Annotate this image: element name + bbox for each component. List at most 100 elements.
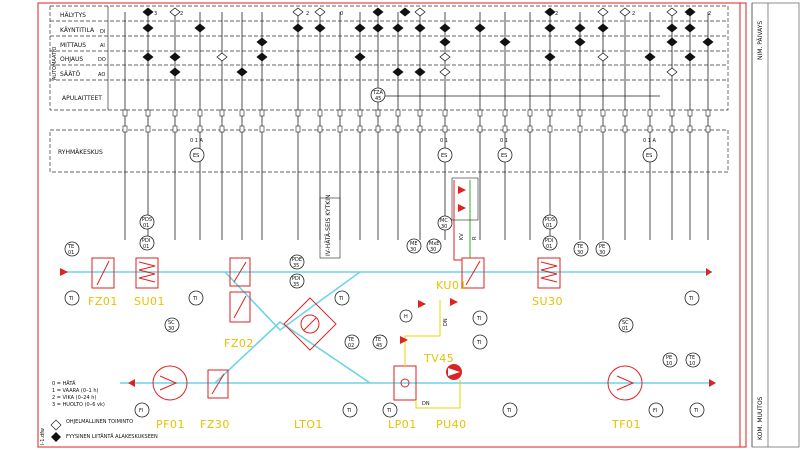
svg-text:30: 30	[430, 247, 436, 253]
terminal-a-5	[239, 109, 245, 117]
label-fz01: FZ01	[88, 295, 118, 308]
instrument-tza45: TZA 45	[370, 87, 386, 103]
terminal-b-0	[122, 125, 128, 133]
title-date: NIM. PÄIVAYS	[757, 21, 764, 60]
io-marker-1	[169, 7, 181, 17]
io-marker-27	[256, 37, 268, 47]
terminal-a-6	[259, 109, 265, 117]
relay-label-1: 0 1 A	[190, 138, 204, 144]
fan-pf01-blade	[159, 375, 178, 391]
temperature-indicator-circle-3	[382, 402, 398, 418]
temperature-indicator-circle-7	[502, 402, 518, 418]
svg-text:ME: ME	[410, 241, 417, 247]
io-marker-40	[597, 52, 609, 62]
svg-text:SC: SC	[622, 320, 629, 326]
label-fz02: FZ02	[224, 337, 254, 350]
io-marker-23	[574, 23, 586, 33]
temperature-indicator-circle-4	[342, 402, 358, 418]
heater-su30-coil	[540, 261, 558, 283]
svg-text:30: 30	[441, 224, 447, 230]
terminal-a-17	[527, 109, 533, 117]
temperature-indicator-circle-8	[689, 402, 705, 418]
terminal-b-12	[395, 125, 401, 133]
temperature-indicator-7: TI	[502, 402, 518, 418]
damper-fz02-slash-b	[233, 295, 247, 319]
io-marker-19	[414, 23, 426, 33]
title-change: KOM. MUUTOS	[757, 396, 764, 440]
es-label-2: ES	[441, 153, 447, 159]
row-label-alarm: HÄLYTYS	[60, 12, 86, 19]
es-label-3: ES	[501, 153, 507, 159]
label-fz30: FZ30	[200, 418, 230, 431]
inlet-arrow-right	[706, 268, 712, 276]
group-centre-box	[49, 129, 729, 173]
terminal-a-3	[197, 109, 203, 117]
terminal-a-24	[687, 109, 693, 117]
io-marker-22	[544, 23, 556, 33]
fan-pf01	[152, 365, 188, 401]
index-number-5: 2	[555, 11, 558, 17]
io-marker-14	[292, 23, 304, 33]
temperature-indicator-circle-2	[334, 290, 350, 306]
svg-text:01: 01	[622, 326, 628, 332]
io-marker-3	[314, 7, 326, 17]
filter-fz01-slash	[96, 260, 110, 286]
temperature-indicator-label-1: TI	[192, 296, 198, 302]
terminal-a-8	[317, 109, 323, 117]
index-number-3: 0	[340, 11, 343, 17]
terminal-a-7	[295, 109, 301, 117]
svg-text:PE: PE	[599, 244, 605, 250]
header-row-lines	[50, 20, 728, 81]
io-marker-15	[314, 23, 326, 33]
code-do: DO	[98, 57, 106, 63]
instrument-pe30: PE 30	[595, 241, 611, 257]
svg-text:30: 30	[410, 247, 416, 253]
svg-text:TE: TE	[374, 337, 381, 343]
terminal-a-9	[337, 109, 343, 117]
terminal-b-24	[687, 125, 693, 133]
svg-text:30: 30	[577, 250, 583, 256]
instrument-pe10: PE 10	[662, 352, 678, 368]
heater-su01-coil	[138, 261, 156, 283]
damper-fz02-bottom	[229, 291, 251, 323]
io-marker-28	[439, 37, 451, 47]
instrument-pdi01: PDI 01	[139, 235, 155, 251]
terminal-a-25	[705, 109, 711, 117]
instrument-pdi30: PDI 01	[542, 235, 558, 251]
svg-text:H: H	[404, 314, 408, 320]
terminal-b-25	[705, 125, 711, 133]
terminal-a-4	[219, 109, 225, 117]
row-label-measure: MITTAUS	[60, 42, 86, 49]
es-relay-1	[189, 147, 205, 163]
temperature-indicator-label-7: TI	[506, 408, 512, 414]
io-marker-48	[666, 67, 678, 77]
label-pf01: PF01	[156, 418, 185, 431]
index-number-4: 2	[306, 11, 309, 17]
filter-fz30-slash	[211, 373, 225, 395]
r-label: R	[472, 236, 478, 240]
es-relay-2	[437, 147, 453, 163]
temperature-indicator-circle-6	[472, 334, 488, 350]
code-di: DI	[100, 29, 105, 35]
temperature-indicator-circle-0	[64, 290, 80, 306]
svg-text:35: 35	[293, 282, 299, 288]
relay-label-2: 0 1	[440, 138, 448, 144]
svg-text:10: 10	[689, 361, 695, 367]
temperature-indicator-4: TI	[342, 402, 358, 418]
io-marker-37	[354, 52, 366, 62]
temperature-indicator-circle-5	[472, 310, 488, 326]
terminal-b-21	[622, 125, 628, 133]
terminal-a-21	[622, 109, 628, 117]
io-marker-33	[142, 52, 154, 62]
svg-text:TE: TE	[67, 244, 74, 250]
svg-text:02: 02	[348, 343, 354, 349]
terminal-b-6	[259, 125, 265, 133]
terminal-b-20	[600, 125, 606, 133]
terminal-b-7	[295, 125, 301, 133]
temperature-indicator-label-2: TI	[338, 296, 344, 302]
temperature-indicator-8: TI	[689, 402, 705, 418]
svg-text:FI: FI	[653, 408, 657, 414]
terminal-b-16	[502, 125, 508, 133]
